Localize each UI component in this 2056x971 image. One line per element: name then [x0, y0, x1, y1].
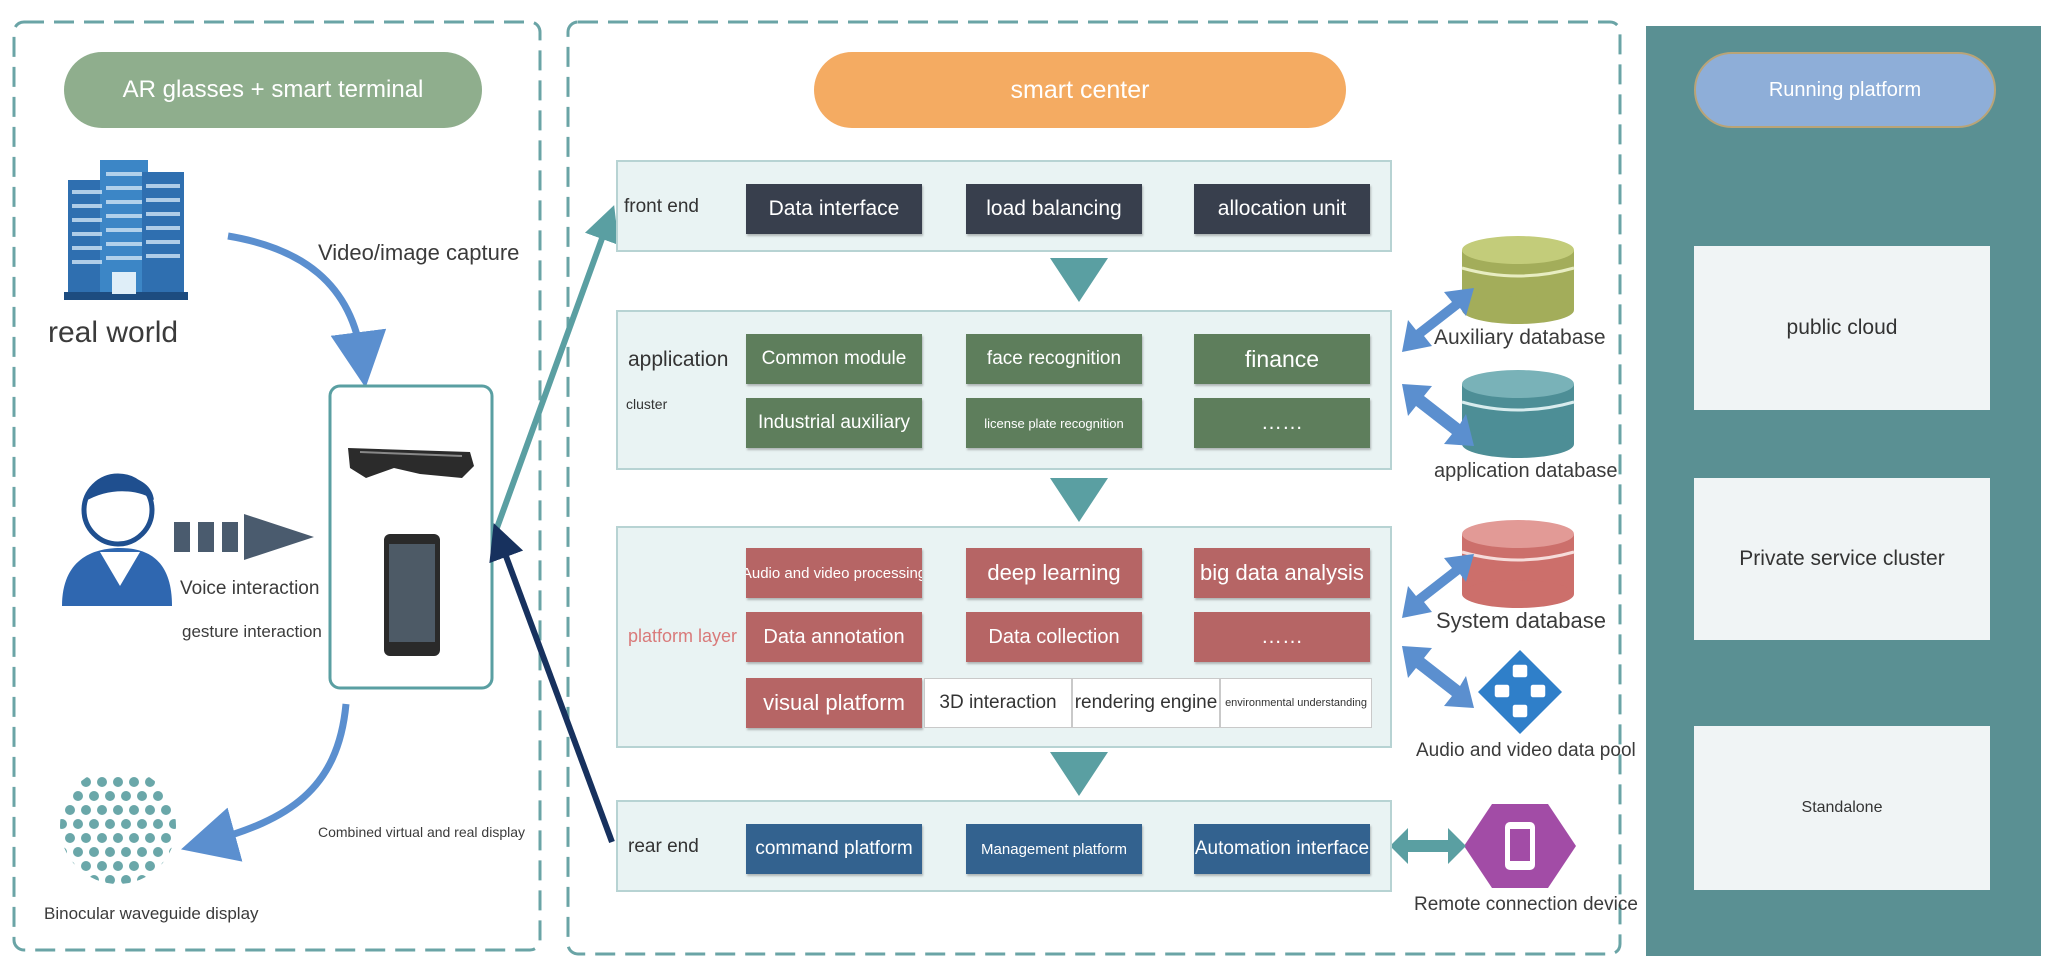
flow-arrow-2	[1050, 478, 1108, 522]
left-group-border	[12, 20, 542, 952]
data-interface-box: Data interface	[746, 184, 922, 234]
application-more-box: ……	[1194, 398, 1370, 448]
front-end-label: front end	[624, 196, 699, 217]
smartphone-icon	[384, 534, 440, 656]
video-capture-label: Video/image capture	[318, 240, 520, 265]
industrial-auxiliary-box: Industrial auxiliary	[746, 398, 922, 448]
platform-layer-label: platform layer	[628, 626, 738, 646]
rendering-engine-box: rendering engine	[1072, 678, 1220, 728]
3d-interaction-box: 3D interaction	[924, 678, 1072, 728]
person-icon	[62, 473, 172, 606]
data-collection-box: Data collection	[966, 612, 1142, 662]
double-arrow-system	[1402, 554, 1474, 618]
big-data-box: big data analysis	[1194, 548, 1370, 598]
double-arrow-auxiliary	[1402, 288, 1474, 352]
finance-box: finance	[1194, 334, 1370, 384]
double-arrow-remote	[1390, 828, 1466, 864]
deep-learning-box: deep learning	[966, 548, 1142, 598]
standalone-box: Standalone	[1694, 726, 1990, 890]
interaction-arrow	[174, 514, 314, 560]
capture-arrow	[227, 232, 387, 388]
allocation-unit-box: allocation unit	[1194, 184, 1370, 234]
auxiliary-database-label: Auxiliary database	[1434, 326, 1606, 349]
system-database-icon	[1461, 520, 1575, 608]
data-annotation-box: Data annotation	[746, 612, 922, 662]
running-platform-title: Running platform	[1768, 78, 1922, 101]
smart-center-pill: smart center	[814, 52, 1346, 128]
automation-interface-box: Automation interface	[1194, 824, 1370, 874]
waveguide-display-icon	[60, 777, 176, 884]
real-world-label: real world	[48, 316, 179, 349]
application-database-label: application database	[1434, 460, 1618, 482]
application-label: application	[628, 348, 729, 371]
combined-display-label: Combined virtual and real display	[318, 824, 525, 840]
center-group-border	[566, 20, 1622, 956]
private-cluster-box: Private service cluster	[1694, 478, 1990, 640]
double-arrow-application	[1402, 384, 1474, 446]
av-processing-box: Audio and video processing	[746, 548, 922, 598]
terminal-title: AR glasses + smart terminal	[122, 76, 424, 103]
management-platform-box: Management platform	[966, 824, 1142, 874]
gesture-interaction-label: gesture interaction	[182, 622, 322, 641]
running-platform-pill: Running platform	[1694, 52, 1996, 128]
uplink-arrow	[491, 205, 619, 538]
platform-more-box: ……	[1194, 612, 1370, 662]
public-cloud-box: public cloud	[1694, 246, 1990, 410]
face-recognition-box: face recognition	[966, 334, 1142, 384]
smart-center-title: smart center	[1010, 75, 1150, 104]
common-module-box: Common module	[746, 334, 922, 384]
license-plate-box: license plate recognition	[966, 398, 1142, 448]
system-database-label: System database	[1436, 608, 1606, 633]
remote-device-icon	[1464, 804, 1576, 888]
flow-arrow-1	[1050, 258, 1108, 302]
rear-end-label: rear end	[628, 836, 699, 857]
auxiliary-database-icon	[1461, 236, 1575, 324]
ar-glasses-icon	[348, 448, 474, 478]
application-database-icon	[1461, 370, 1575, 458]
voice-interaction-label: Voice interaction	[180, 578, 320, 599]
load-balancing-box: load balancing	[966, 184, 1142, 234]
double-arrow-pool	[1402, 646, 1474, 708]
command-platform-box: command platform	[746, 824, 922, 874]
data-pool-icon	[1478, 650, 1562, 734]
terminal-title-pill: AR glasses + smart terminal	[64, 52, 482, 128]
flow-arrow-3	[1050, 752, 1108, 796]
building-icon	[64, 160, 188, 300]
av-pool-label: Audio and video data pool	[1416, 740, 1636, 761]
downlink-arrow	[489, 523, 615, 844]
cluster-label: cluster	[626, 396, 668, 412]
visual-platform-box: visual platform	[746, 678, 922, 728]
environmental-understanding-box: environmental understanding	[1220, 678, 1372, 728]
display-arrow	[181, 703, 350, 862]
remote-device-label: Remote connection device	[1414, 894, 1638, 915]
binocular-display-label: Binocular waveguide display	[44, 904, 259, 923]
